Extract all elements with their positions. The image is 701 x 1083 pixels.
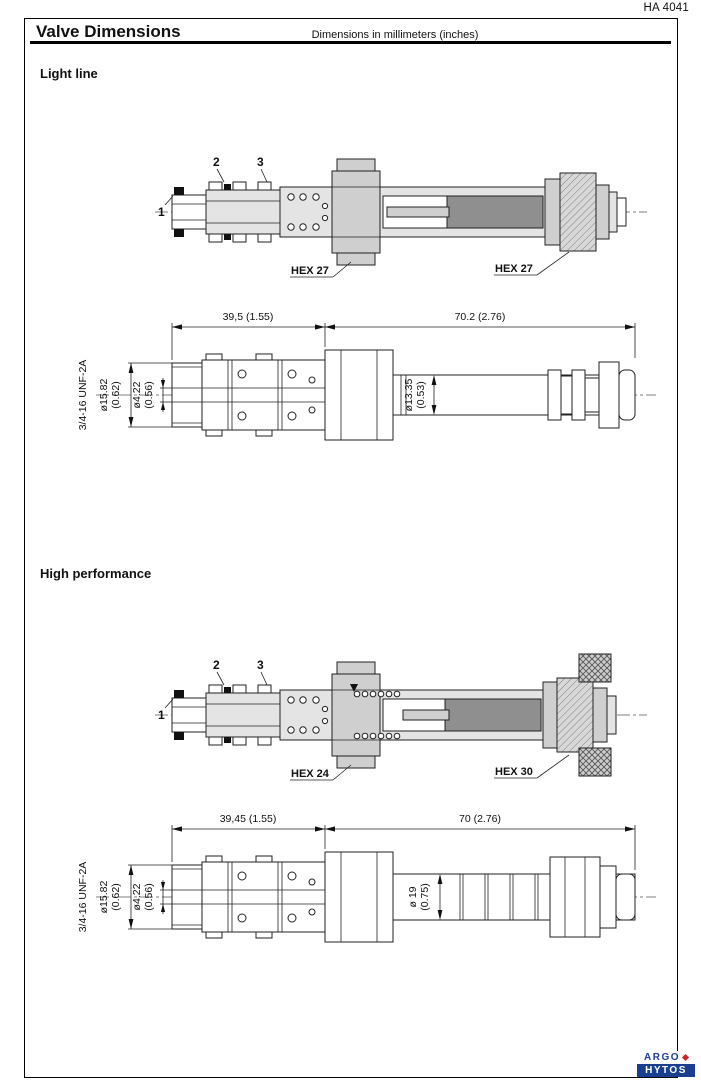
high-performance-dimensions-figure: 39,45 (1.55) 70 (2.76) 3/4-16 UNF-2A ø15… xyxy=(77,813,656,943)
section-heading-light-line: Light line xyxy=(40,66,98,81)
valve-hex-flange xyxy=(331,661,381,769)
port-label-2: 2 xyxy=(213,658,220,672)
tube-outline xyxy=(392,361,636,429)
argo-hytos-logo: ARGO HYTOS xyxy=(637,1051,695,1077)
solenoid-tube xyxy=(353,689,544,741)
logo-top-row: ARGO xyxy=(637,1051,695,1064)
dim-orifice-dia-mm: ø4.22 xyxy=(131,883,143,910)
light-line-cutaway-figure: 1 2 3 HEX 27 HEX 27 xyxy=(155,155,647,278)
dim-orifice-dia-in: (0.56) xyxy=(143,381,155,408)
units-note: Dimensions in millimeters (inches) xyxy=(311,29,479,41)
dim-body-dia-mm: ø15.82 xyxy=(98,379,110,412)
valve-hex-flange xyxy=(331,158,381,266)
end-nut xyxy=(542,653,617,777)
page-frame xyxy=(24,18,678,1078)
logo-hytos-text: HYTOS xyxy=(637,1064,695,1077)
dim-thread: 3/4-16 UNF-2A xyxy=(77,862,89,933)
end-nut xyxy=(544,172,627,252)
valve-nose xyxy=(171,690,207,740)
light-line-dimensions-figure: 39,5 (1.55) 70.2 (2.76) 3/4-16 UNF-2A ø1… xyxy=(77,311,656,441)
dim-length-left: 39,5 (1.55) xyxy=(223,311,274,323)
dim-body-dia-in: (0.62) xyxy=(110,883,122,910)
dim-body-dia-in: (0.62) xyxy=(110,381,122,408)
dim-length-right: 70 (2.76) xyxy=(459,813,501,825)
hex-label-right: HEX 30 xyxy=(495,766,533,778)
dim-orifice-dia-in: (0.56) xyxy=(143,883,155,910)
hex-nut-outline xyxy=(324,851,394,943)
hex-label-left: HEX 27 xyxy=(291,265,329,277)
port-label-2: 2 xyxy=(213,155,220,169)
hex-nut-outline xyxy=(324,349,394,441)
valve-port-rings xyxy=(205,684,281,746)
valve-drilled-sleeve xyxy=(279,186,333,238)
valve-nose xyxy=(171,187,207,237)
port-label-1: 1 xyxy=(158,708,165,722)
dim-tube-dia-mm: ø13.35 xyxy=(403,379,415,412)
port-label-3: 3 xyxy=(257,658,264,672)
section-heading-high-performance: High performance xyxy=(40,566,152,581)
high-performance-cutaway-figure: 1 2 3 HEX 24 HEX 30 xyxy=(155,653,647,781)
dim-orifice-dia-mm: ø4.22 xyxy=(131,381,143,408)
port-label-1: 1 xyxy=(158,205,165,219)
dim-tube-dia-in: (0.53) xyxy=(415,381,427,408)
cartridge-outline xyxy=(171,855,326,939)
cartridge-outline xyxy=(171,353,326,437)
hex-label-left: HEX 24 xyxy=(291,768,330,780)
dim-thread: 3/4-16 UNF-2A xyxy=(77,360,89,431)
logo-diamond-icon xyxy=(681,1053,690,1062)
dim-tube-dia-mm: ø 19 xyxy=(407,886,419,907)
header-rule xyxy=(30,41,671,44)
page-title: Valve Dimensions xyxy=(36,22,181,41)
hex-label-right: HEX 27 xyxy=(495,263,533,275)
solenoid-tube xyxy=(379,186,546,238)
dim-length-right: 70.2 (2.76) xyxy=(455,311,506,323)
valve-port-rings xyxy=(205,181,281,243)
dim-tube-dia-in: (0.75) xyxy=(419,883,431,910)
port-label-3: 3 xyxy=(257,155,264,169)
tube-outline xyxy=(392,856,636,938)
logo-argo-text: ARGO xyxy=(644,1052,680,1063)
valve-drilled-sleeve xyxy=(279,689,333,741)
dim-body-dia-mm: ø15.82 xyxy=(98,881,110,914)
dim-length-left: 39,45 (1.55) xyxy=(220,813,277,825)
document-number: HA 4041 xyxy=(643,2,689,14)
